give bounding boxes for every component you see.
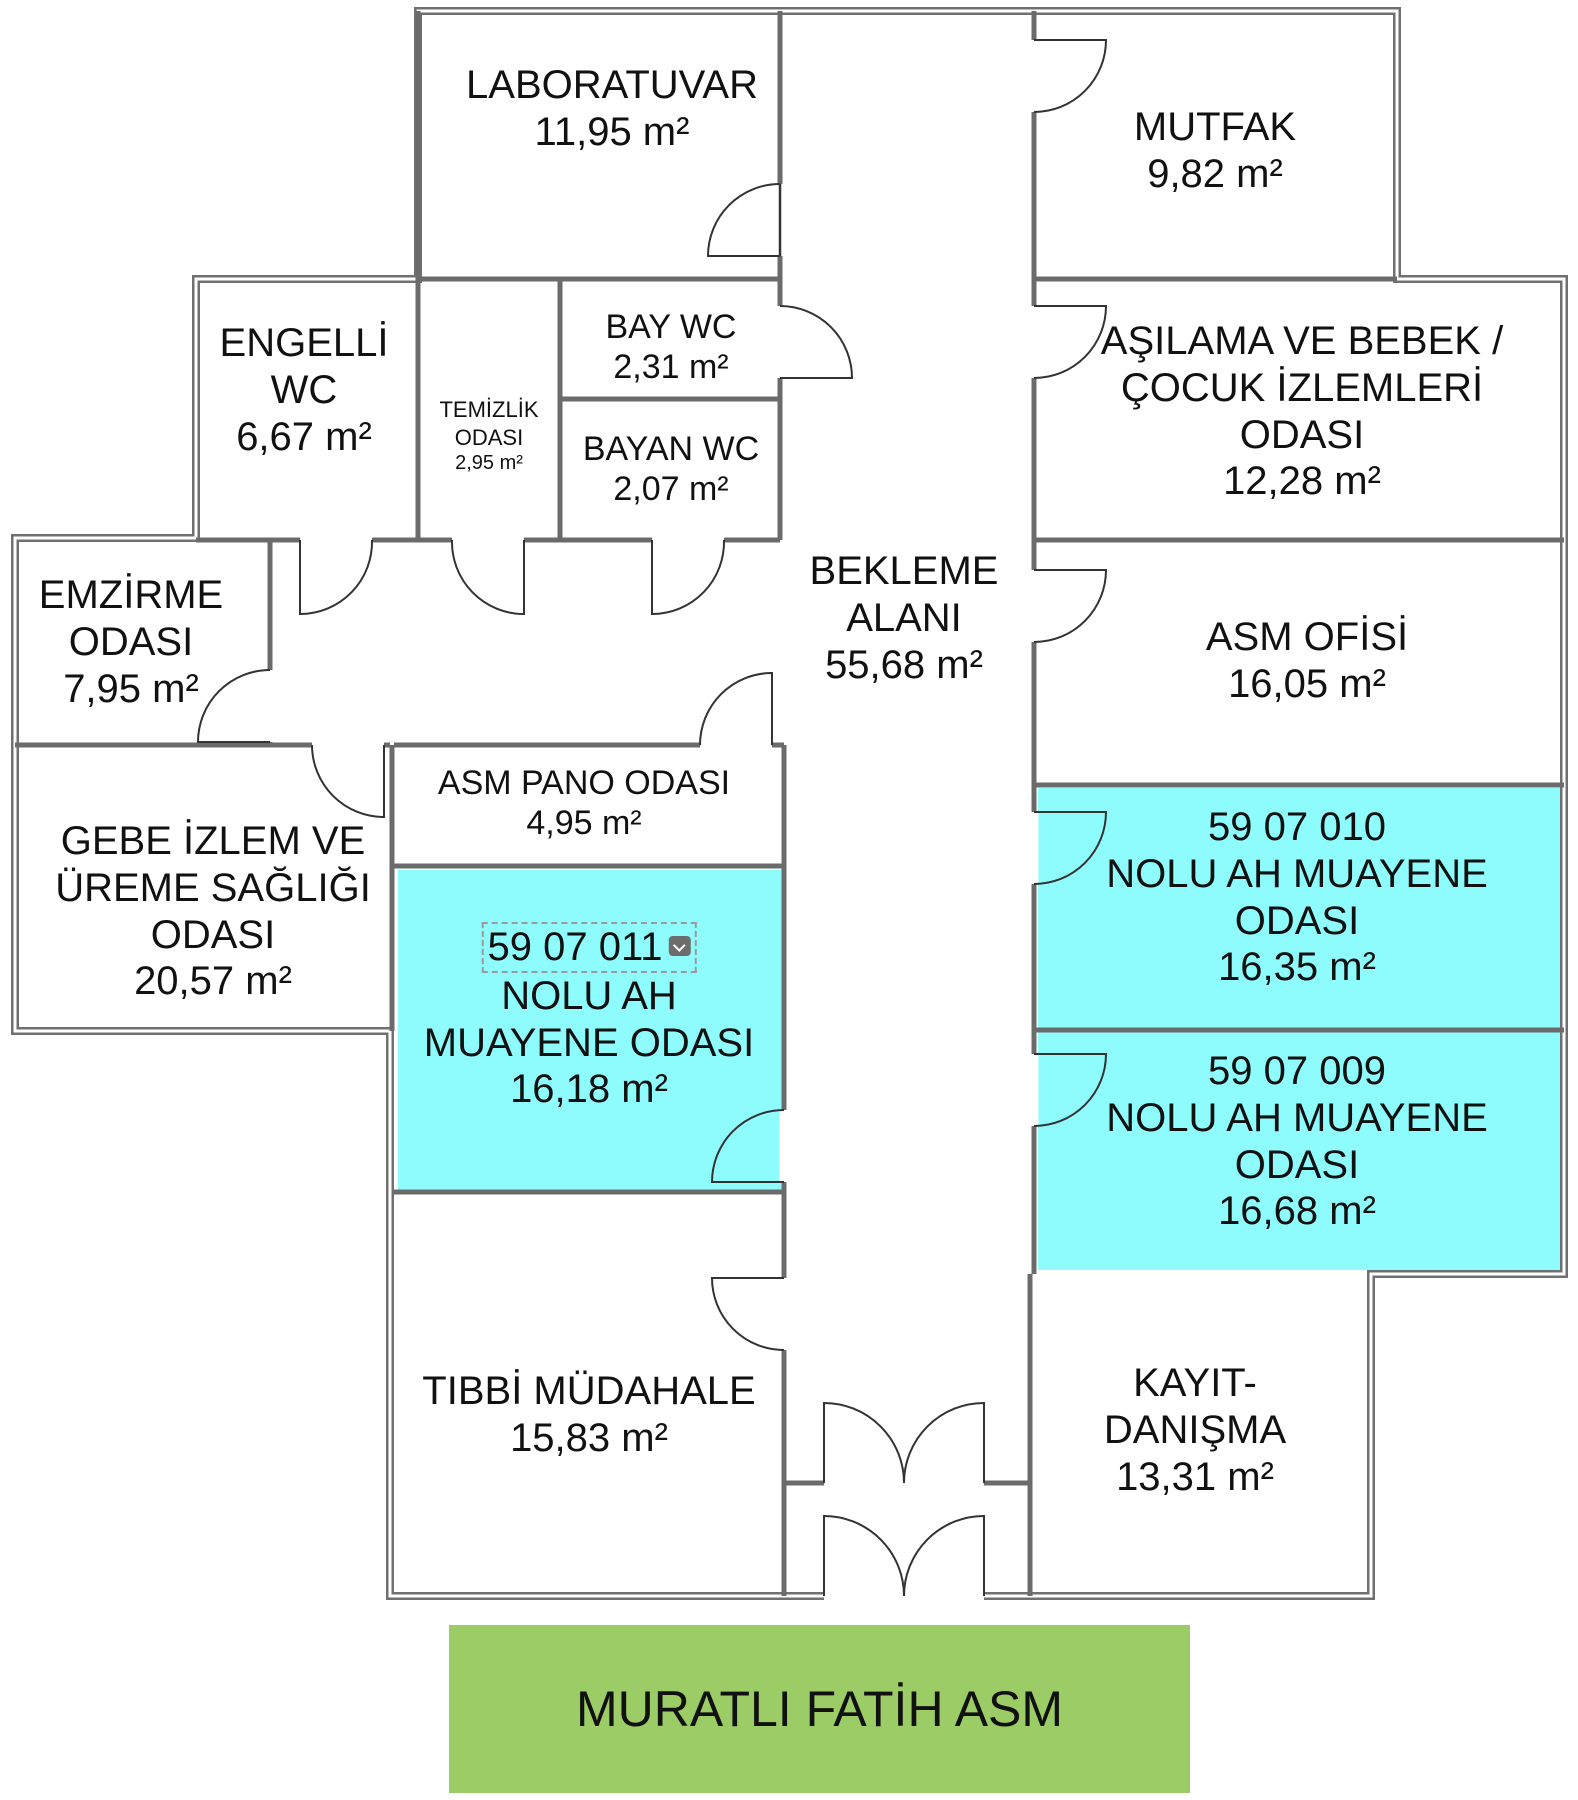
room-name-line2: WC	[270, 367, 338, 412]
room-name: LABORATUVAR	[466, 63, 758, 107]
room-name-line2: ODASI	[68, 619, 194, 664]
room-area: 6,67 m²	[236, 414, 372, 459]
room-name-line2: ÜREME SAĞLIĞI	[55, 865, 371, 910]
room-area: 20,57 m²	[134, 959, 292, 1004]
title-banner: MURATLI FATİH ASM	[449, 1625, 1190, 1793]
room-name-line1: NOLU AH MUAYENE	[1106, 1095, 1488, 1140]
room-number: 59 07 010	[1208, 805, 1386, 849]
doors	[196, 39, 1108, 1601]
room-name: ASM PANO ODASI	[437, 764, 731, 802]
room-muayene-009: 59 07 009 NOLU AH MUAYENE ODASI 16,68 m²	[1106, 1048, 1488, 1235]
room-name: MUTFAK	[1133, 105, 1297, 149]
room-name-line2: MUAYENE ODASI	[423, 1020, 755, 1065]
room-name: BAY WC	[605, 308, 737, 346]
room-area: 12,28 m²	[1223, 459, 1381, 504]
room-muayene-010: 59 07 010 NOLU AH MUAYENE ODASI 16,35 m²	[1106, 804, 1488, 991]
room-area: 16,18 m²	[510, 1067, 668, 1112]
page-title: MURATLI FATİH ASM	[575, 1681, 1064, 1737]
room-name-line2: ODASI	[1234, 1142, 1360, 1187]
room-area: 15,83 m²	[510, 1415, 668, 1460]
room-name: ASM OFİSİ	[1205, 615, 1409, 659]
room-area: 55,68 m²	[825, 642, 983, 687]
room-asm-pano: ASM PANO ODASI 4,95 m²	[438, 764, 730, 844]
room-name-line1: EMZİRME	[38, 573, 224, 617]
room-muayene-011: 59 07 011 NOLU AH MUAYENE ODASI 16,18 m²	[424, 922, 754, 1113]
room-area: 16,05 m²	[1228, 661, 1386, 706]
outer-wall-core	[13, 9, 1566, 1598]
room-name: BAYAN WC	[582, 430, 760, 468]
room-bayan-wc: BAYAN WC 2,07 m²	[583, 430, 759, 510]
chevron-down-icon[interactable]	[668, 936, 691, 957]
room-area: 13,31 m²	[1116, 1454, 1274, 1499]
room-asilama: AŞILAMA VE BEBEK / ÇOCUK İZLEMLERİ ODASI…	[1101, 318, 1503, 505]
room-tibbi-mudahale: TIBBİ MÜDAHALE 15,83 m²	[422, 1368, 755, 1462]
room-area: 16,68 m²	[1218, 1189, 1376, 1234]
room-bay-wc: BAY WC 2,31 m²	[606, 308, 737, 388]
room-number: 59 07 011	[487, 925, 663, 969]
room-name-line1: NOLU AH MUAYENE	[1106, 851, 1488, 896]
room-name-line1: TEMİZLİK	[439, 397, 539, 422]
room-name-line1: NOLU AH	[501, 973, 677, 1018]
room-name-line2: ODASI	[1234, 898, 1360, 943]
room-gebe: GEBE İZLEM VE ÜREME SAĞLIĞI ODASI 20,57 …	[55, 818, 371, 1005]
room-name-line1: KAYIT-	[1133, 1361, 1257, 1405]
room-area: 9,82 m²	[1147, 151, 1283, 196]
room-bekleme: BEKLEME ALANI 55,68 m²	[810, 548, 999, 688]
room-mutfak: MUTFAK 9,82 m²	[1134, 104, 1296, 198]
room-area: 4,95 m²	[526, 803, 642, 842]
room-temizlik: TEMİZLİK ODASI 2,95 m²	[439, 396, 538, 476]
room-name-line1: BEKLEME	[809, 549, 999, 593]
room-name-line2: DANIŞMA	[1103, 1407, 1287, 1452]
room-asm-ofisi: ASM OFİSİ 16,05 m²	[1206, 614, 1408, 708]
room-area: 16,35 m²	[1218, 945, 1376, 990]
room-area: 2,07 m²	[613, 469, 729, 508]
room-name: TIBBİ MÜDAHALE	[422, 1369, 756, 1413]
room-laboratuvar: LABORATUVAR 11,95 m²	[466, 62, 758, 156]
room-area: 11,95 m²	[534, 109, 690, 154]
room-fill-muayene-009	[1038, 1032, 1560, 1270]
room-name-line2: ÇOCUK İZLEMLERİ	[1120, 365, 1484, 410]
room-number-box[interactable]: 59 07 011	[481, 922, 697, 973]
room-number-select[interactable]: 59 07 011	[424, 922, 754, 973]
room-name-line2: ALANI	[846, 595, 962, 640]
room-engelli-wc: ENGELLİ WC 6,67 m²	[220, 320, 389, 460]
room-number: 59 07 009	[1208, 1049, 1386, 1093]
room-kayit-danisma: KAYIT- DANIŞMA 13,31 m²	[1104, 1360, 1286, 1500]
room-area: 2,95 m²	[455, 452, 523, 474]
room-area: 7,95 m²	[63, 666, 199, 711]
room-name-line3: ODASI	[1239, 412, 1365, 457]
room-fill-muayene-010	[1038, 788, 1560, 1028]
room-area: 2,31 m²	[613, 347, 729, 386]
room-name-line1: GEBE İZLEM VE	[60, 819, 366, 863]
room-name-line3: ODASI	[150, 912, 276, 957]
room-name-line1: AŞILAMA VE BEBEK /	[1100, 319, 1504, 363]
room-name-line2: ODASI	[454, 424, 524, 450]
room-name-line1: ENGELLİ	[219, 321, 389, 365]
room-emzirme: EMZİRME ODASI 7,95 m²	[39, 572, 223, 712]
